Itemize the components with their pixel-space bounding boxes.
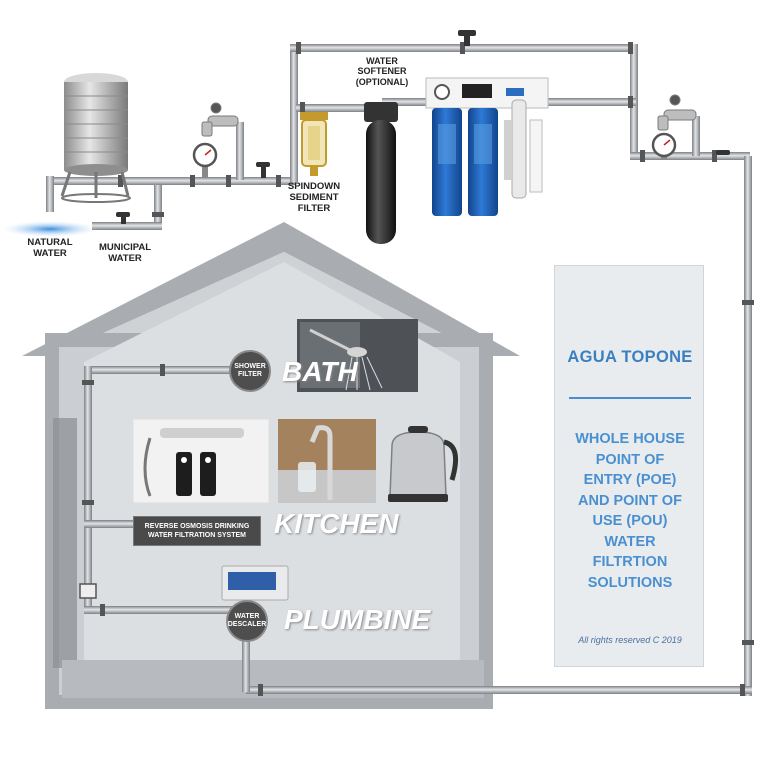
room-bath: BATH: [282, 356, 358, 387]
natural-water-label: NATURAL WATER: [27, 237, 73, 259]
descaler-device: [221, 565, 289, 601]
faucet-icon: [201, 102, 239, 137]
uv-lamp-icon: [504, 99, 543, 199]
pressure-gauge-icon: [192, 142, 218, 178]
faucet-icon: [657, 94, 697, 131]
softener-tank-icon: [364, 102, 398, 244]
kitchen-faucet-photo: [278, 419, 376, 503]
ro-system-label: REVERSE OSMOSIS DRINKING WATER FILTRATIO…: [144, 522, 250, 539]
water-descaler-label: WATER DESCALER: [227, 612, 267, 628]
shower-filter-node: SHOWER FILTER: [229, 350, 271, 392]
water-pool: [2, 221, 98, 237]
water-descaler-node: WATER DESCALER: [226, 600, 268, 642]
shower-photo: [297, 319, 418, 392]
room-plumbing: PLUMBINE: [284, 604, 431, 635]
pressure-gauge-icon: [651, 132, 677, 160]
brand-name: AGUA TOPONE: [567, 348, 693, 366]
sediment-filter-icon: [300, 112, 328, 176]
filter-housing-icon: [425, 77, 549, 216]
municipal-water-label: MUNICIPAL WATER: [98, 242, 152, 264]
ro-system-photo: [132, 418, 270, 504]
shower-filter-label: SHOWER FILTER: [234, 362, 266, 378]
room-kitchen: KITCHEN: [274, 508, 399, 539]
water-softener-label: WATER SOFTENER (OPTIONAL): [355, 56, 409, 87]
panel-tagline: WHOLE HOUSE POINT OF ENTRY (POE) AND POI…: [575, 431, 685, 591]
water-tank-icon: [60, 73, 131, 203]
ro-system-label-box: REVERSE OSMOSIS DRINKING WATER FILTRATIO…: [133, 516, 261, 546]
brand-panel: AGUA TOPONE WHOLE HOUSE POINT OF ENTRY (…: [554, 265, 704, 667]
spindown-filter-label: SPINDOWN SEDIMENT FILTER: [287, 181, 341, 214]
copyright-text: All rights reserved C 2019: [578, 635, 682, 645]
main-pipeline: [46, 30, 754, 696]
panel-divider: [569, 397, 691, 399]
kettle-icon: [388, 426, 459, 502]
